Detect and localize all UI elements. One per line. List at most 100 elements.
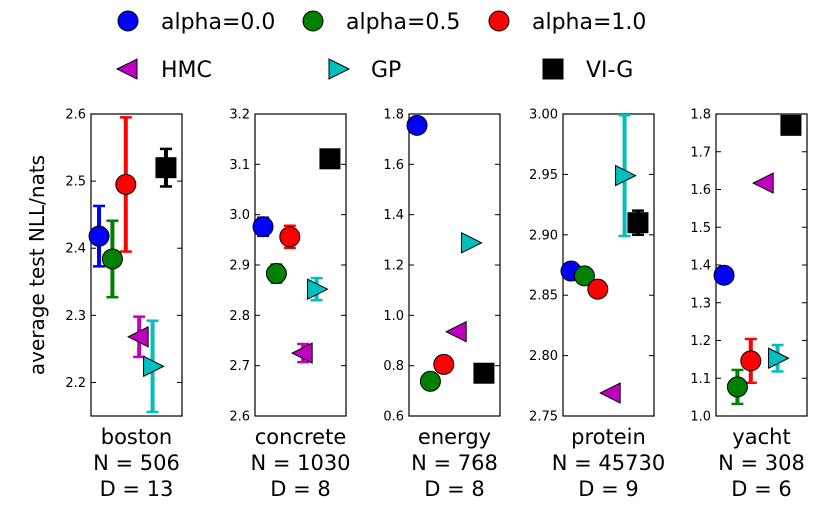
- point-alpha-0-0: [88, 225, 110, 247]
- point-vi-g: [319, 148, 341, 170]
- y-tick-label: 2.90: [529, 228, 558, 243]
- legend-marker-alpha-1-0: [488, 10, 510, 32]
- legend-item-alpha-0-5: alpha=0.5: [302, 10, 460, 35]
- y-tick-label: 2.75: [529, 410, 558, 425]
- y-tick-label: 1.6: [690, 183, 711, 198]
- legend-label-hmc: HMC: [161, 58, 212, 83]
- y-tick-label: 2.80: [529, 349, 558, 364]
- point-gp: [143, 355, 165, 378]
- point-hmc: [445, 320, 467, 343]
- point-alpha-0-0: [406, 114, 428, 136]
- legend-marker-vi-g: [542, 58, 564, 80]
- legend-label-vi-g: VI-G: [586, 58, 633, 83]
- y-tick-label: 0.8: [383, 359, 404, 374]
- point-vi-g: [155, 157, 177, 179]
- dataset-label: yacht: [732, 425, 790, 449]
- y-tick-label: 1.4: [690, 259, 711, 274]
- legend-item-vi-g: VI-G: [542, 58, 633, 83]
- legend-label-alpha-0-5: alpha=0.5: [346, 10, 460, 35]
- legend-label-alpha-1-0: alpha=1.0: [532, 10, 646, 35]
- dataset-label: concrete: [255, 425, 347, 449]
- n-label: N = 768: [411, 451, 498, 475]
- point-gp: [768, 347, 790, 370]
- plot-frame: [715, 113, 808, 417]
- n-label: N = 45730: [552, 451, 665, 475]
- point-hmc: [291, 342, 313, 364]
- point-vi-g: [627, 212, 649, 234]
- y-tick-label: 3.1: [229, 158, 250, 173]
- dataset-label: boston: [101, 425, 173, 449]
- point-alpha-1-0: [587, 278, 609, 300]
- point-gp: [615, 164, 637, 187]
- y-tick-label: 1.6: [383, 158, 404, 173]
- d-label: D = 8: [424, 477, 484, 501]
- point-alpha-1-0: [740, 350, 762, 372]
- y-tick-label: 1.0: [383, 309, 404, 324]
- y-tick-label: 1.2: [383, 259, 404, 274]
- y-tick-label: 2.3: [65, 309, 86, 324]
- point-alpha-0-5: [573, 265, 595, 287]
- y-tick-label: 0.6: [383, 410, 404, 425]
- legend-marker-alpha-0-0: [117, 10, 139, 32]
- y-tick-label: 2.95: [529, 168, 558, 183]
- n-label: N = 506: [93, 451, 180, 475]
- y-tick-label: 2.6: [229, 410, 250, 425]
- y-tick-label: 1.2: [690, 334, 711, 349]
- y-tick-label: 1.8: [383, 108, 404, 123]
- plot-frame: [90, 113, 183, 417]
- point-alpha-1-0: [279, 226, 301, 248]
- d-label: D = 13: [100, 477, 174, 501]
- y-tick-label: 1.0: [690, 410, 711, 425]
- y-tick-label: 2.9: [229, 259, 250, 274]
- y-tick-label: 2.85: [529, 289, 558, 304]
- n-label: N = 1030: [250, 451, 350, 475]
- y-tick-label: 3.00: [529, 108, 558, 123]
- legend-item-hmc: HMC: [115, 58, 212, 83]
- point-alpha-1-0: [433, 353, 455, 375]
- legend-item-alpha-0-0: alpha=0.0: [117, 10, 275, 35]
- legend-marker-alpha-0-5: [302, 10, 324, 32]
- point-gp: [307, 278, 329, 300]
- dataset-label: energy: [418, 425, 491, 449]
- y-tick-label: 1.8: [690, 108, 711, 123]
- point-alpha-0-0: [252, 216, 274, 238]
- y-tick-label: 2.5: [65, 175, 86, 190]
- point-vi-g: [780, 114, 802, 136]
- dataset-label: protein: [571, 425, 646, 449]
- d-label: D = 6: [731, 477, 791, 501]
- legend-label-gp: GP: [371, 58, 401, 83]
- point-hmc: [752, 172, 774, 194]
- point-gp: [461, 232, 483, 254]
- point-alpha-0-5: [726, 376, 748, 398]
- point-alpha-0-5: [101, 248, 123, 270]
- d-label: D = 8: [270, 477, 330, 501]
- y-tick-label: 3.2: [229, 108, 250, 123]
- point-vi-g: [473, 362, 495, 384]
- point-hmc: [127, 325, 149, 348]
- point-alpha-0-0: [713, 264, 735, 286]
- y-tick-label: 2.6: [65, 108, 86, 123]
- legend-label-alpha-0-0: alpha=0.0: [161, 10, 275, 35]
- y-tick-label: 2.2: [65, 376, 86, 391]
- y-tick-label: 2.8: [229, 309, 250, 324]
- legend-marker-gp: [328, 58, 351, 80]
- legend-item-alpha-1-0: alpha=1.0: [488, 10, 646, 35]
- y-tick-label: 2.7: [229, 359, 250, 374]
- point-alpha-0-5: [419, 370, 441, 392]
- d-label: D = 9: [578, 477, 638, 501]
- y-tick-label: 1.4: [383, 208, 404, 223]
- point-hmc: [599, 382, 621, 404]
- y-tick-label: 1.5: [690, 221, 711, 236]
- y-axis-label: average test NLL/nats: [25, 155, 49, 375]
- y-tick-label: 2.4: [65, 242, 86, 257]
- y-tick-label: 1.1: [690, 372, 711, 387]
- point-alpha-0-5: [265, 263, 287, 285]
